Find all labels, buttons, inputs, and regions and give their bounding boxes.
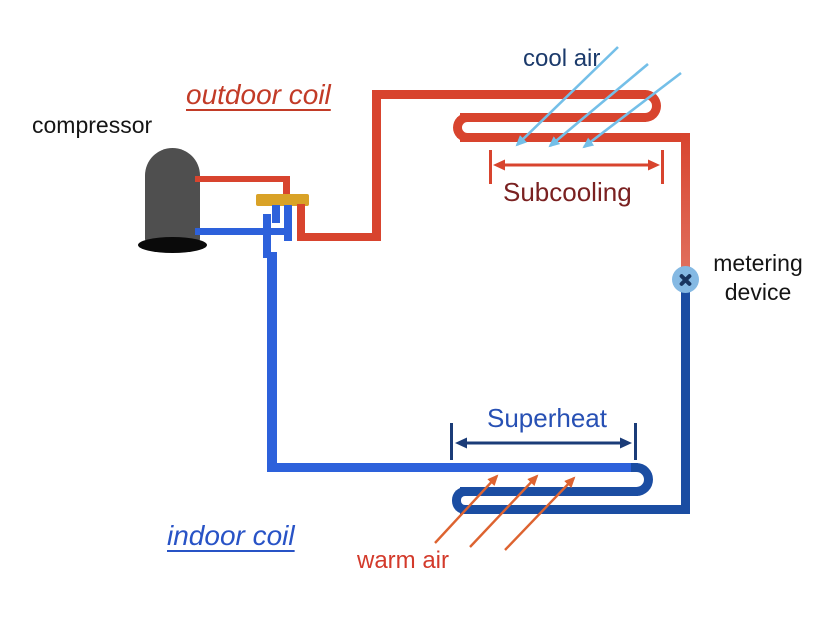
discharge-line-horizontal: [195, 176, 290, 182]
compressor-body: [145, 148, 200, 242]
liquid-line-horizontal: [297, 233, 381, 241]
service-valve-fitting: [256, 194, 309, 206]
liquid-line-to-metering-device: [681, 133, 690, 267]
indoor-coil-label: indoor coil: [167, 520, 295, 551]
metering-device-outlet-line: [681, 292, 690, 514]
outdoor-coil-run-3: [460, 133, 690, 142]
suction-line-horizontal: [195, 228, 292, 235]
subcooling-arrowhead-right: [648, 159, 660, 171]
liquid-line-drop: [297, 204, 305, 235]
suction-line-jog-1: [272, 205, 280, 223]
compressor-base: [138, 237, 207, 253]
warm-air-label: warm air: [357, 547, 450, 574]
outdoor-coil-label: outdoor coil: [186, 79, 331, 110]
discharge-line-vertical: [283, 176, 290, 197]
subcooling-tick-right: [661, 150, 664, 184]
compressor-label: compressor: [32, 112, 153, 138]
metering-device-label: metering device: [713, 250, 803, 305]
subcooling-tick-left: [489, 150, 492, 184]
indoor-coil-run-1: [267, 463, 638, 472]
superheat-label: Superheat: [487, 403, 607, 433]
superheat-tick-left: [450, 423, 453, 460]
indoor-coil-uturn-right: [631, 463, 653, 496]
suction-riser-long: [267, 252, 277, 472]
subcooling-label: Subcooling: [503, 177, 632, 207]
superheat-arrowhead-left: [455, 437, 467, 449]
subcooling-arrowhead-left: [493, 159, 505, 171]
outdoor-coil-run-2: [460, 113, 646, 122]
outdoor-coil-run-1: [372, 90, 646, 99]
indoor-coil-run-3: [460, 505, 690, 514]
indoor-coil-run-2: [460, 487, 638, 496]
cool-air-label: cool air: [523, 45, 601, 72]
outdoor-coil-riser: [372, 90, 381, 241]
service-valve-stub: [284, 205, 292, 241]
superheat-arrowhead-right: [620, 437, 632, 449]
superheat-tick-right: [634, 423, 637, 460]
x-valve-icon: [672, 266, 699, 293]
suction-line-jog-2: [263, 214, 271, 258]
